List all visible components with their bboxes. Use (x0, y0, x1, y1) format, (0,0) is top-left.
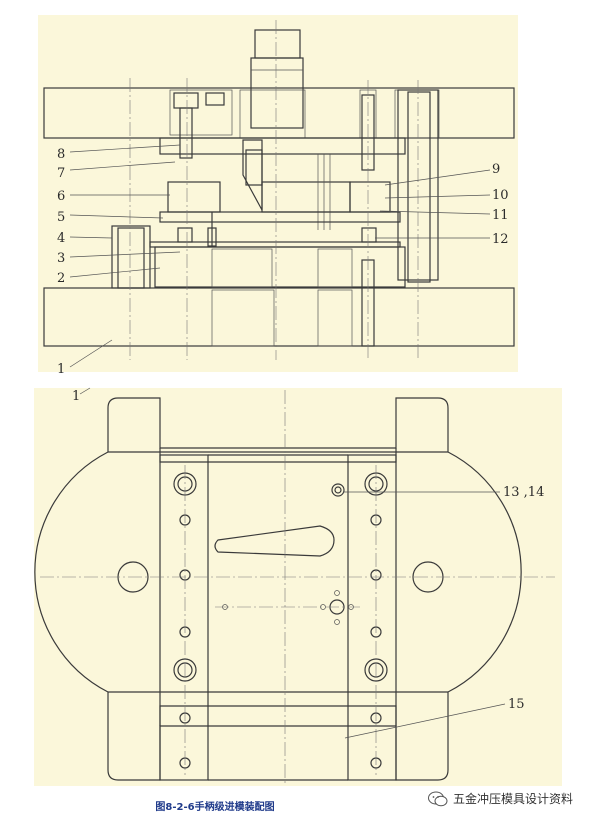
callout-12: 12 (492, 232, 509, 247)
callout-labels-left: 8 7 6 5 4 3 2 1 (57, 147, 65, 377)
callout-8: 8 (57, 147, 65, 162)
lower-plate (43, 287, 515, 347)
callout-10: 10 (492, 188, 509, 203)
callout-13-14: 13 ,14 (503, 485, 544, 500)
leader-lines-section (69, 144, 491, 368)
callout-5: 5 (57, 210, 65, 225)
plan-view: 1 (34, 387, 562, 786)
callout-4: 4 (57, 231, 65, 246)
callout-9: 9 (492, 162, 500, 177)
figure-caption: 图8-2-6手柄级进模装配图 (155, 802, 275, 813)
watermark-text: 五金冲压模具设计资料 (453, 792, 574, 806)
section-view (38, 15, 518, 372)
callout-1: 1 (57, 362, 65, 377)
callout-6: 6 (57, 189, 65, 204)
wechat-icon (428, 791, 448, 806)
callout-2: 2 (57, 271, 65, 286)
callout-labels-right: 9 10 11 12 (492, 162, 509, 247)
callout-15: 15 (508, 697, 525, 712)
handle-part-outline (214, 525, 335, 557)
watermark: 五金冲压模具设计资料 (428, 790, 573, 807)
callout-7: 7 (57, 166, 65, 181)
section-view-paper (38, 15, 518, 372)
callout-3: 3 (57, 251, 65, 266)
callout-11: 11 (492, 208, 509, 223)
callout-1-lower: 1 (72, 389, 80, 404)
